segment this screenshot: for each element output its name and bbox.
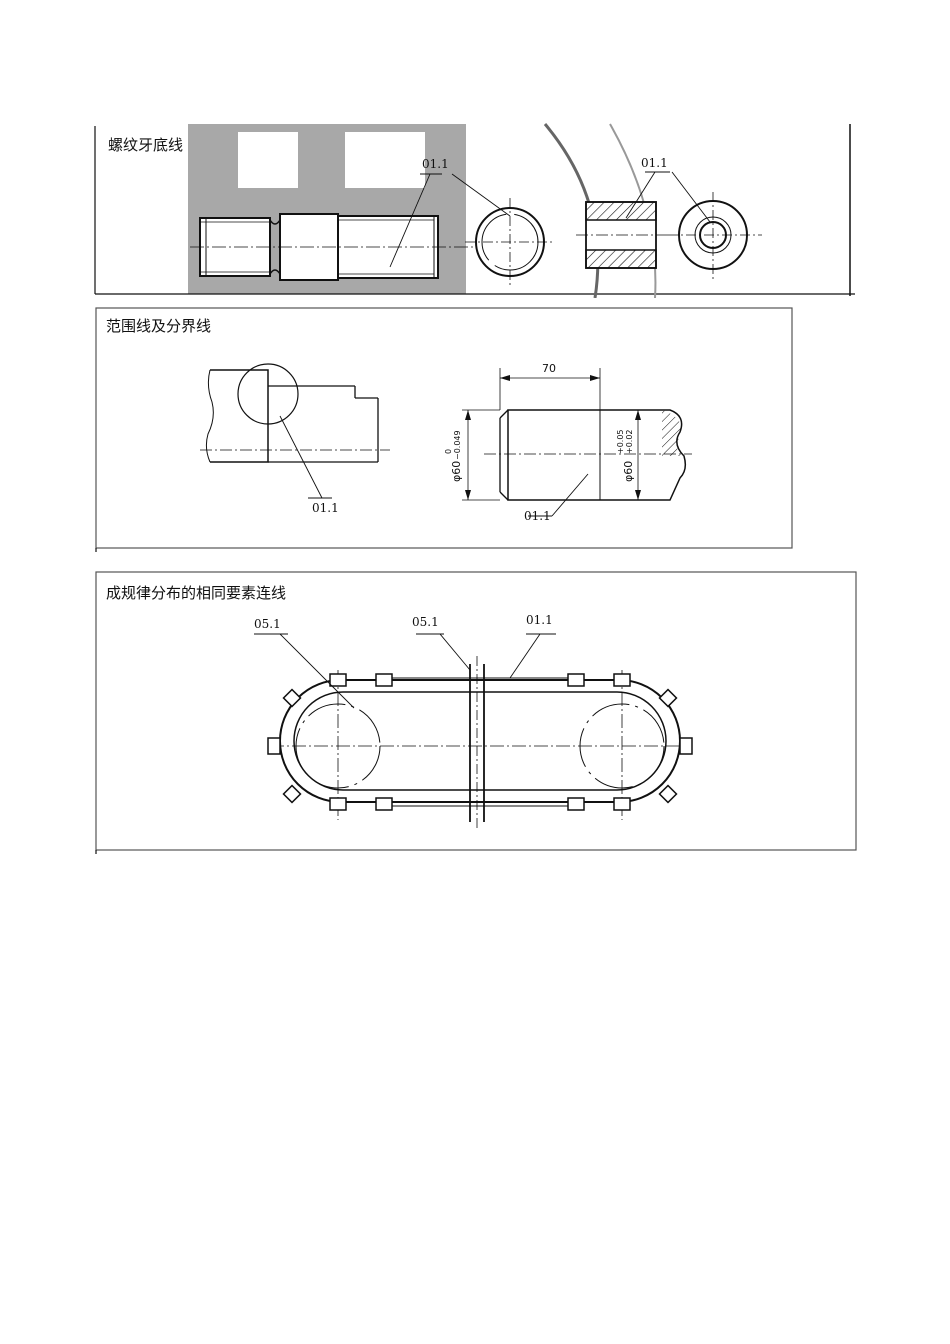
threaded-nut-section (576, 201, 670, 269)
panel-title-thread: 螺纹牙底线 (108, 136, 184, 154)
tolerance-left: φ60 0 −0.049 (444, 430, 463, 482)
thread-drawing: 01.1 01.1 (94, 123, 855, 298)
stepped-shaft (200, 363, 390, 463)
label-05-1-b: 05.1 (412, 615, 439, 629)
label-01-1-a: 01.1 (422, 157, 449, 171)
svg-text:0: 0 (444, 449, 453, 454)
panel-title-range: 范围线及分界线 (106, 317, 212, 335)
nut-end-view (668, 192, 762, 280)
label-05-1-a: 05.1 (254, 617, 281, 631)
svg-text:−0.049: −0.049 (453, 430, 462, 460)
dimension-70: 70 (542, 362, 556, 375)
label-01-1-c: 01.1 (312, 501, 339, 515)
svg-text:+0.05: +0.05 (616, 429, 625, 454)
panel-title-regular: 成规律分布的相同要素连线 (106, 584, 287, 602)
range-drawing: 01.1 70 φ60 0 −0.049 (95, 307, 793, 552)
svg-text:+0.02: +0.02 (625, 429, 634, 454)
panel-regular-feature-lines: 05.1 05.1 01.1 成规律分布的相同要素连线 (90, 570, 860, 854)
label-01-1-b: 01.1 (641, 156, 668, 170)
label-01-1-d: 01.1 (524, 509, 551, 523)
svg-text:φ60: φ60 (622, 461, 635, 482)
chain-drawing: 05.1 05.1 01.1 (95, 571, 857, 854)
thread-end-view (465, 198, 555, 286)
threaded-shaft (190, 213, 490, 281)
panel-thread-root-line: 01.1 01.1 螺纹牙底线 (90, 122, 860, 298)
panel-range-and-boundary-lines: 01.1 70 φ60 0 −0.049 (90, 306, 796, 552)
label-01-1-e: 01.1 (526, 613, 553, 627)
tolerance-right: φ60 +0.05 +0.02 (616, 429, 635, 482)
svg-text:φ60: φ60 (450, 461, 463, 482)
shaft-with-tolerances (484, 409, 692, 501)
